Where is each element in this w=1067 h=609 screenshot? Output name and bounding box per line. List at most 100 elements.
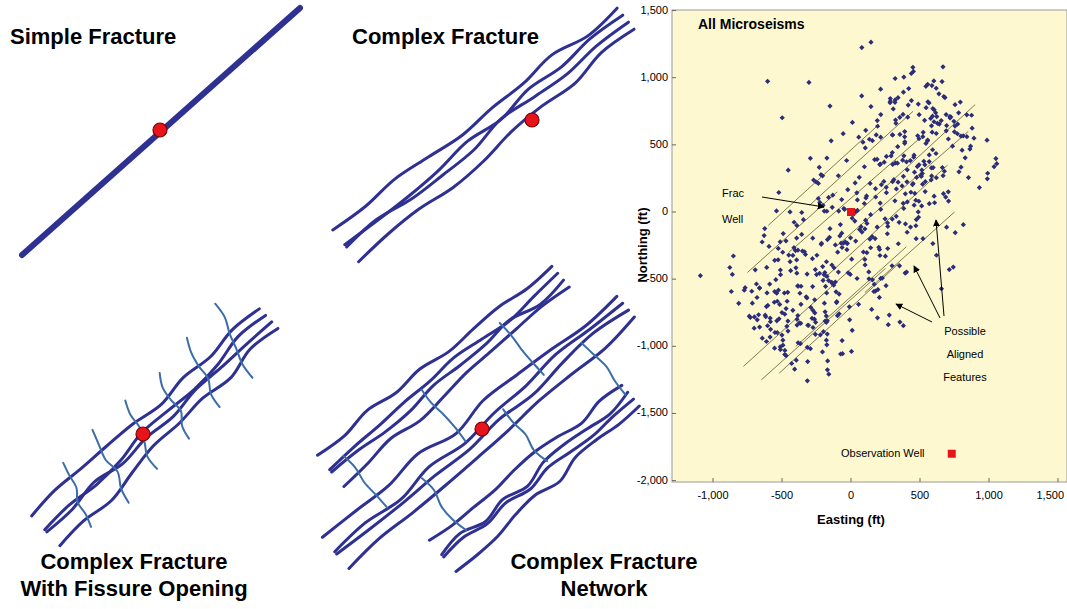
- microseism-point: [885, 231, 890, 236]
- microseism-point: [951, 119, 956, 124]
- microseism-point: [958, 99, 963, 104]
- microseism-point: [844, 240, 849, 245]
- microseism-point: [810, 325, 815, 330]
- microseism-point: [794, 271, 799, 276]
- microseism-point: [836, 209, 841, 214]
- microseism-point: [820, 278, 825, 283]
- microseism-point: [778, 347, 783, 352]
- microseism-point: [897, 132, 902, 137]
- microseism-point: [823, 284, 828, 289]
- microseism-point: [801, 217, 806, 222]
- x-tick-label: 1,000: [975, 489, 1003, 502]
- microseism-point: [873, 236, 878, 241]
- microseism-point: [896, 180, 901, 185]
- fracture-strand: [442, 392, 628, 554]
- callout-arrow: [914, 266, 940, 318]
- microseism-point: [874, 132, 879, 137]
- microseism-point: [810, 284, 815, 289]
- microseism-point: [781, 231, 786, 236]
- microseism-point: [753, 267, 758, 272]
- microseism-point: [804, 294, 809, 299]
- microseism-point: [805, 323, 810, 328]
- microseism-point: [940, 64, 945, 69]
- microseism-point: [873, 186, 878, 191]
- y-tick-label: 1,500: [640, 4, 668, 17]
- network-link: [503, 409, 547, 461]
- callout-label: Possible Aligned Features: [935, 320, 995, 389]
- well-dot: [153, 123, 167, 137]
- microseism-point: [765, 79, 770, 84]
- microseism-point: [862, 164, 867, 169]
- microseism-point: [782, 352, 787, 357]
- plot-area: [672, 10, 1067, 482]
- microseism-point: [950, 144, 955, 149]
- microseism-point: [897, 220, 902, 225]
- microseism-point: [805, 359, 810, 364]
- microseism-point: [793, 248, 798, 253]
- microseism-point: [868, 212, 873, 217]
- microseism-point: [882, 216, 887, 221]
- fracture-strand: [347, 22, 629, 247]
- microseism-point: [958, 133, 963, 138]
- panel-title: Complex Fracture: [352, 24, 539, 50]
- microseism-point: [913, 198, 918, 203]
- callout-arrow: [762, 197, 824, 207]
- microseism-point: [842, 207, 847, 212]
- microseism-point: [837, 291, 842, 296]
- microseism-point: [870, 138, 875, 143]
- microseism-point: [803, 252, 808, 257]
- microseism-point: [940, 173, 945, 178]
- microseism-point: [841, 131, 846, 136]
- microseism-point: [767, 281, 772, 286]
- microseism-point: [820, 349, 825, 354]
- microseism-point: [782, 290, 787, 295]
- x-tick-label: 1,500: [1036, 489, 1064, 502]
- fissure: [125, 401, 157, 469]
- microseism-point: [939, 79, 944, 84]
- well-dot: [525, 113, 539, 127]
- microseism-point: [853, 180, 858, 185]
- tick-mark: [672, 413, 676, 414]
- frac-well-marker: [847, 208, 855, 216]
- callout-arrow: [896, 304, 932, 322]
- microseism-point: [836, 173, 841, 178]
- microseism-point: [929, 123, 934, 128]
- microseism-point: [968, 144, 973, 149]
- microseism-point: [826, 372, 831, 377]
- microseism-point: [863, 195, 868, 200]
- microseism-point: [929, 83, 934, 88]
- microseism-point: [796, 284, 801, 289]
- fissure: [92, 430, 128, 503]
- microseism-point: [819, 242, 824, 247]
- microseism-point: [897, 320, 902, 325]
- microseism-point: [778, 239, 783, 244]
- microseism-point: [878, 200, 883, 205]
- microseism-point: [985, 176, 990, 181]
- microseism-point: [785, 328, 790, 333]
- microseism-point: [869, 307, 874, 312]
- microseism-point: [963, 155, 968, 160]
- microseism-point: [850, 120, 855, 125]
- microseism-point: [780, 250, 785, 255]
- microseism-point: [860, 140, 865, 145]
- microseism-point: [894, 186, 899, 191]
- microseism-point: [878, 112, 883, 117]
- microseism-point: [850, 328, 855, 333]
- microseism-point: [917, 112, 922, 117]
- microseism-point: [924, 105, 929, 110]
- microseism-point: [768, 316, 773, 321]
- microseism-point: [875, 224, 880, 229]
- microseism-point: [855, 197, 860, 202]
- tick-mark: [1058, 478, 1059, 482]
- microseism-point: [805, 271, 810, 276]
- network-link: [422, 478, 466, 530]
- microseism-point: [847, 317, 852, 322]
- microseism-point: [863, 128, 868, 133]
- microseism-point: [779, 332, 784, 337]
- microseism-point: [890, 150, 895, 155]
- microseism-point: [816, 181, 821, 186]
- microseism-point: [859, 45, 864, 50]
- microseism-point: [944, 112, 949, 117]
- x-tick-label: 500: [911, 489, 929, 502]
